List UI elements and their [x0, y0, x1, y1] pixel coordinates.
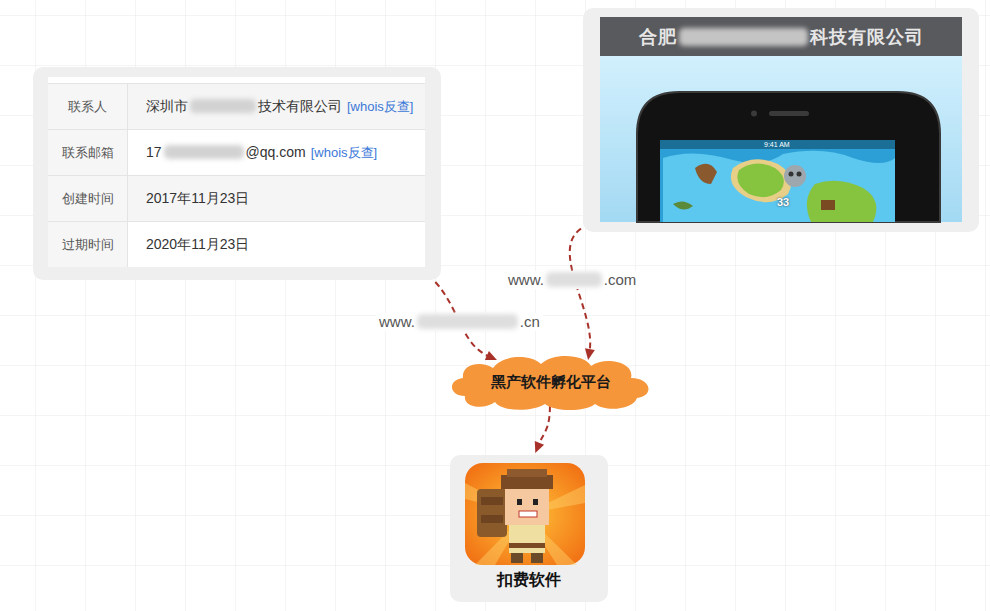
phone-body [637, 92, 940, 222]
blur-patch [417, 314, 518, 329]
character-eye [533, 499, 538, 505]
game-shallows [663, 151, 895, 222]
blur-patch [546, 272, 602, 287]
whois-row: 联系邮箱 17 @qq.com [whois反查] [48, 130, 425, 176]
company-title: 合肥 科技有限公司 [639, 25, 924, 49]
whois-link: [whois反查] [347, 98, 413, 116]
field-value-cell: 2017年11月23日 [128, 176, 426, 222]
game-chest [821, 200, 835, 210]
character-hat-top [507, 469, 547, 477]
cloud-label: 黑产软件孵化平台 [491, 373, 611, 392]
field-name: 联系人 [68, 98, 107, 116]
game-sand [731, 159, 791, 202]
app-name: 扣费软件 [497, 570, 561, 591]
domain-label: www. .com [505, 271, 639, 289]
platform-cloud: 黑产软件孵化平台 [445, 352, 657, 412]
app-icon [465, 463, 585, 565]
field-name-cell: 联系邮箱 [48, 130, 128, 176]
field-value-cell: 17 @qq.com [whois反查] [128, 130, 426, 176]
character-leg [511, 553, 523, 563]
dashed-line [570, 229, 590, 351]
dashed-line [539, 406, 550, 445]
whois-row: 创建时间 2017年11月23日 [48, 176, 425, 222]
game-island [737, 163, 784, 197]
app-caption: 扣费软件 [450, 570, 608, 591]
character-backpack-strap [481, 497, 503, 505]
field-name-cell: 联系人 [48, 84, 128, 130]
icon-rays [465, 483, 585, 565]
character-belt [509, 543, 545, 548]
blur-patch [190, 99, 256, 113]
field-value: 2020年11月23日 [146, 236, 249, 254]
phone-camera [751, 111, 757, 117]
domain-label: www. .cn [376, 313, 543, 331]
game-island [807, 181, 877, 222]
screenshot-ground [600, 56, 962, 222]
game-skull [784, 165, 806, 187]
whois-card: 联系人 深圳市 技术有限公司 [whois反查] 联系邮箱 17 @qq.com [who… [33, 67, 441, 280]
dashed-connector [535, 406, 550, 453]
status-bar [660, 140, 895, 149]
field-value-cell: 2020年11月23日 [128, 222, 426, 268]
whois-link: [whois反查] [311, 144, 377, 162]
blur-patch [679, 28, 808, 46]
title-bar: 合肥 科技有限公司 [600, 17, 962, 56]
arrow-head [485, 351, 497, 360]
field-value: 2017年11月23日 [146, 190, 249, 208]
icon-ground [465, 463, 585, 565]
field-name-cell: 过期时间 [48, 222, 128, 268]
field-name-cell: 创建时间 [48, 176, 128, 222]
game-skull-eye [789, 172, 794, 177]
character-shirt [509, 523, 545, 553]
game-rock [673, 201, 693, 209]
game-score: 33 [777, 196, 789, 208]
field-name: 联系邮箱 [62, 144, 114, 162]
arrow-head [585, 348, 595, 360]
whois-table-body: 联系人 深圳市 技术有限公司 [whois反查] 联系邮箱 17 @qq.com [who… [48, 84, 425, 268]
whois-row: 过期时间 2020年11月23日 [48, 222, 425, 268]
whois-table: 联系人 深圳市 技术有限公司 [whois反查] 联系邮箱 17 @qq.com [who… [48, 83, 425, 267]
character-mouth [519, 511, 537, 517]
dashed-connector [570, 229, 595, 360]
field-name: 创建时间 [62, 190, 114, 208]
game-skull-eye [797, 172, 802, 177]
character-eye [517, 499, 522, 505]
field-value-cell: 深圳市 技术有限公司 [whois反查] [128, 84, 426, 130]
character-backpack-strap [481, 515, 503, 523]
status-time: 9:41 AM [764, 141, 790, 148]
field-value: 深圳市 技术有限公司 [146, 98, 342, 116]
cloud-outline [452, 356, 649, 410]
character-leg [531, 553, 543, 563]
arrow-head [535, 441, 544, 453]
whois-row: 联系人 深圳市 技术有限公司 [whois反查] [48, 84, 425, 130]
field-name: 过期时间 [62, 236, 114, 254]
field-value: 17 @qq.com [146, 144, 306, 162]
blur-patch [164, 145, 244, 159]
character-backpack [477, 489, 507, 537]
phone-speaker [769, 111, 809, 116]
character-hat [501, 475, 553, 489]
game-boat [695, 164, 717, 184]
character-head [505, 487, 549, 525]
app-panel: 扣费软件 [450, 455, 608, 602]
game-water [660, 140, 895, 222]
